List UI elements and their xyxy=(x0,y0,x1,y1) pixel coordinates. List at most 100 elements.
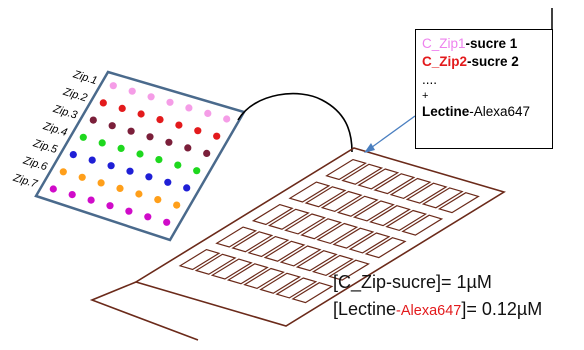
array-dot xyxy=(137,110,145,118)
array-dot xyxy=(185,104,193,112)
slide-well xyxy=(243,267,285,290)
array-dot xyxy=(98,139,106,147)
array-dot xyxy=(108,122,116,130)
slide-well xyxy=(178,248,221,271)
slide-well xyxy=(311,254,354,277)
array-dot xyxy=(59,168,67,176)
slide-well xyxy=(263,240,306,262)
legend-line-5: Lectine-Alexa647 xyxy=(422,103,552,121)
array-dot xyxy=(128,87,136,95)
array-dot xyxy=(136,150,144,158)
zip-label: Zip.1 xyxy=(71,68,99,87)
array-dot xyxy=(194,127,202,135)
array-dot xyxy=(156,116,164,124)
slide-well xyxy=(291,282,334,304)
array-dot xyxy=(145,173,153,181)
array-dot xyxy=(147,93,155,101)
slide-well xyxy=(328,259,370,281)
slide-well xyxy=(405,182,448,204)
array-dot xyxy=(155,156,163,164)
legend-box: C_Zip1-sucre 1 C_Zip2-sucre 2 .... + Lec… xyxy=(415,29,553,149)
slide-well xyxy=(210,258,253,280)
array-dot xyxy=(117,144,125,152)
slide-well xyxy=(336,195,379,217)
slide-well xyxy=(251,203,294,226)
slide-well xyxy=(279,245,322,267)
array-dot xyxy=(184,144,192,152)
slide-well xyxy=(247,235,290,258)
slide-well xyxy=(357,168,400,190)
zip-array-panel xyxy=(34,70,246,242)
slide-well xyxy=(352,200,395,222)
zip-label: Zip.6 xyxy=(21,154,50,173)
array-dot xyxy=(118,104,126,112)
concentration-lectine-prefix: [Lectine xyxy=(333,299,397,319)
array-dot xyxy=(193,167,201,175)
legend-zip1-name: C_Zip1 xyxy=(422,36,466,51)
zip-label: Zip.5 xyxy=(31,137,60,156)
array-dot xyxy=(69,151,77,159)
slide-well xyxy=(341,163,384,185)
zip-array-dots xyxy=(49,82,231,226)
array-dot xyxy=(204,109,212,117)
slide-well xyxy=(231,231,274,253)
slide-well xyxy=(385,209,428,232)
array-dot xyxy=(213,132,221,140)
microarray-slide xyxy=(89,147,506,341)
slide-well xyxy=(275,277,318,299)
legend-zip1-suffix: -sucre 1 xyxy=(465,36,518,51)
zip-label: Zip.3 xyxy=(51,103,80,122)
array-dot xyxy=(173,201,181,209)
concentration-lectine-dye: -Alexa647 xyxy=(396,303,462,319)
slide-well xyxy=(267,208,310,230)
slide-well xyxy=(373,173,416,195)
slide-well xyxy=(288,181,331,203)
slide-well xyxy=(421,187,464,209)
array-dot xyxy=(174,161,182,169)
legend-line-1: C_Zip1-sucre 1 xyxy=(422,35,552,53)
array-dot xyxy=(127,127,135,135)
arrow-to-slide xyxy=(364,115,416,153)
array-dot xyxy=(107,162,115,170)
slide-well xyxy=(369,205,411,227)
array-dot xyxy=(89,116,97,124)
slide-well xyxy=(332,227,375,249)
slide-well xyxy=(389,177,432,200)
legend-ellipsis: .... xyxy=(422,72,438,87)
array-dot xyxy=(175,121,183,129)
array-dot xyxy=(68,191,76,199)
array-dot xyxy=(78,173,86,181)
array-dot xyxy=(154,196,162,204)
concentration-zip-sucre: [C_Zip-sucre]= 1µM xyxy=(333,272,492,292)
slide-well xyxy=(284,213,326,235)
connector-curve xyxy=(237,92,353,153)
array-dot xyxy=(223,115,231,123)
slide-well xyxy=(316,222,359,245)
slide-well xyxy=(364,237,407,259)
array-dot xyxy=(106,202,114,210)
slide-well xyxy=(437,192,480,214)
array-dot xyxy=(109,82,117,90)
zip-label: Zip.7 xyxy=(11,172,40,191)
slide-edge xyxy=(89,281,199,341)
legend-lectine-suffix: -Alexa647 xyxy=(469,104,531,119)
slide-well xyxy=(226,263,269,285)
array-dot xyxy=(125,207,133,215)
array-dot xyxy=(144,213,152,221)
slide-well xyxy=(320,190,363,213)
legend-line-2: C_Zip2-sucre 2 xyxy=(422,53,552,71)
legend-plus: + xyxy=(422,90,429,102)
array-dot xyxy=(203,149,211,157)
concentration-lectine-value: ]= 0.12µM xyxy=(461,299,543,319)
concentration-lectine: [Lectine-Alexa647]= 0.12µM xyxy=(333,299,542,320)
array-dot xyxy=(79,133,87,141)
array-dot xyxy=(166,98,174,106)
array-dot xyxy=(165,138,173,146)
array-dot xyxy=(164,178,172,186)
zip-label: Zip.4 xyxy=(41,120,69,139)
slide-well xyxy=(304,186,347,208)
slide-well xyxy=(348,232,391,254)
array-dot xyxy=(99,99,107,107)
